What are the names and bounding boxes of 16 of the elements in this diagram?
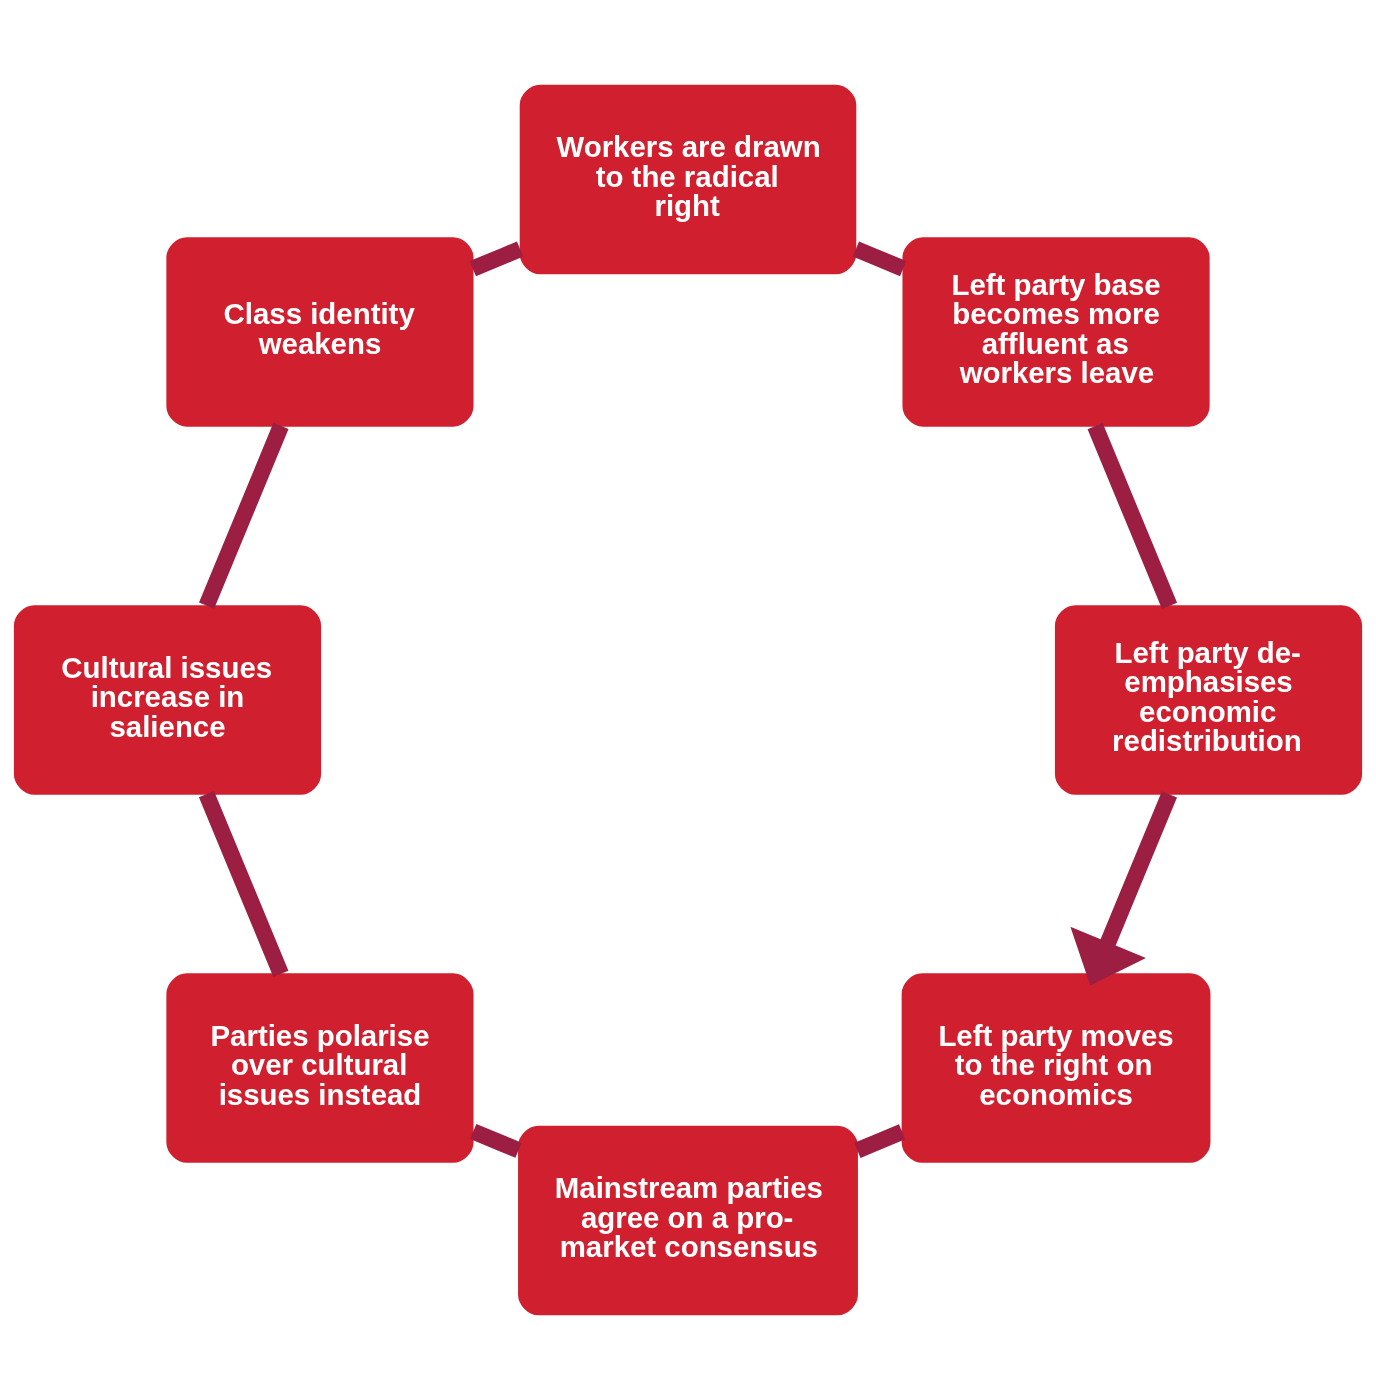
connector (1087, 423, 1178, 610)
connector (198, 790, 289, 977)
connector (199, 422, 289, 609)
node-box: Left party de-emphasises economic redistribution (1054, 605, 1363, 795)
connector (854, 1124, 906, 1158)
connector (852, 241, 907, 277)
node-box: Cultural issues increase in salience (13, 605, 322, 795)
connector (470, 1124, 522, 1158)
node-box: Left party base becomes more affluent as workers leave (902, 237, 1210, 427)
node-box: Left party moves to the right on economics (901, 973, 1211, 1163)
node-box: Parties polarise over cultural issues instead (166, 973, 474, 1163)
node-box: Class identity weakens (166, 237, 474, 427)
arrow (1070, 791, 1177, 986)
connector (469, 241, 524, 277)
node-box: Workers are drawn to the radical right (519, 84, 857, 275)
node-box: Mainstream parties agree on a pro-market consensus (518, 1125, 858, 1316)
